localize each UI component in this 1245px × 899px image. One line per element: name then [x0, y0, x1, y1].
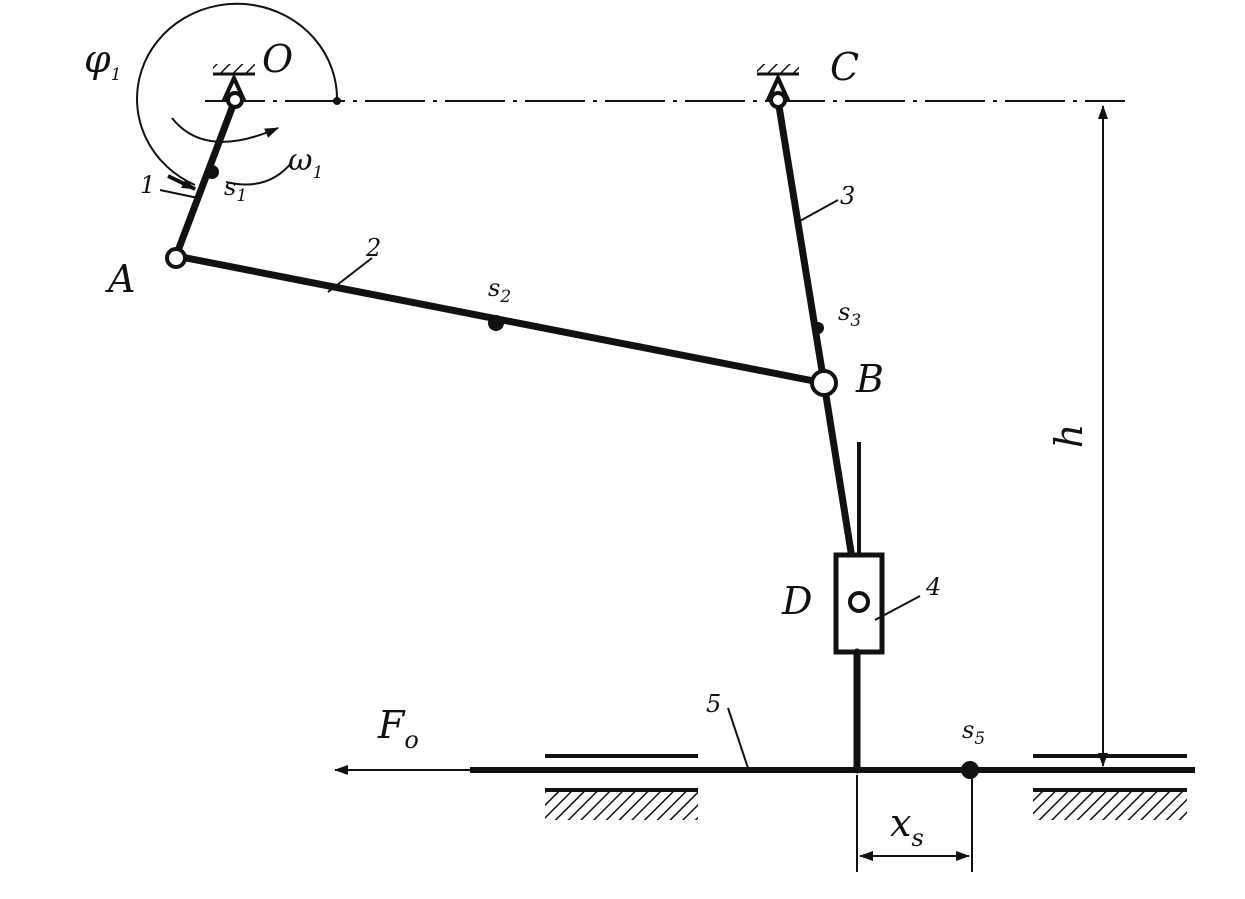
phi1-arc-arrow: [167, 174, 196, 191]
phi1-arc-end-dot: [333, 97, 341, 105]
label-xs: xs: [890, 801, 924, 852]
label-h: h: [1047, 424, 1091, 448]
mass-center-s3: [812, 322, 824, 334]
joint-B: [810, 369, 838, 397]
label-A: A: [105, 257, 135, 301]
guide-right-lower: [1033, 788, 1187, 820]
label-link-4: 4: [925, 573, 941, 601]
label-F0: Fo: [377, 703, 419, 754]
leader-link-1: [159, 189, 199, 199]
joint-A: [165, 247, 187, 269]
label-omega1: ω1: [288, 143, 323, 183]
label-O: O: [262, 37, 293, 81]
guide-left-lower: [545, 788, 698, 820]
link-3-rocker: [774, 96, 828, 387]
mass-center-s1: [205, 165, 219, 179]
mass-center-s5: [961, 761, 979, 779]
joint-O: [226, 91, 244, 109]
mass-center-s2: [488, 315, 504, 331]
label-link-1: 1: [140, 171, 155, 199]
label-B: B: [855, 357, 884, 401]
joint-D: [848, 591, 870, 613]
label-phi1: φ1: [84, 37, 121, 85]
label-link-5: 5: [706, 690, 721, 718]
label-C: C: [830, 45, 859, 89]
leader-link-4: [874, 595, 921, 621]
label-s3: s3: [838, 298, 861, 331]
label-link-2: 2: [365, 234, 381, 262]
label-D: D: [781, 579, 812, 623]
label-link-3: 3: [840, 182, 855, 210]
phi1-angle-arc: [136, 2, 339, 186]
joint-C: [769, 91, 787, 109]
slider-5-contact: [853, 764, 861, 772]
label-s5: s5: [962, 716, 985, 749]
omega1-rotation-arrow: [171, 117, 279, 143]
label-s2: s2: [488, 274, 511, 307]
omega1-leader: [225, 161, 293, 186]
link-1-crank: [172, 96, 239, 260]
leader-link-3: [797, 199, 839, 223]
leader-link-5: [727, 707, 749, 769]
label-s1: s1: [224, 173, 247, 206]
leader-link-2: [327, 257, 373, 293]
